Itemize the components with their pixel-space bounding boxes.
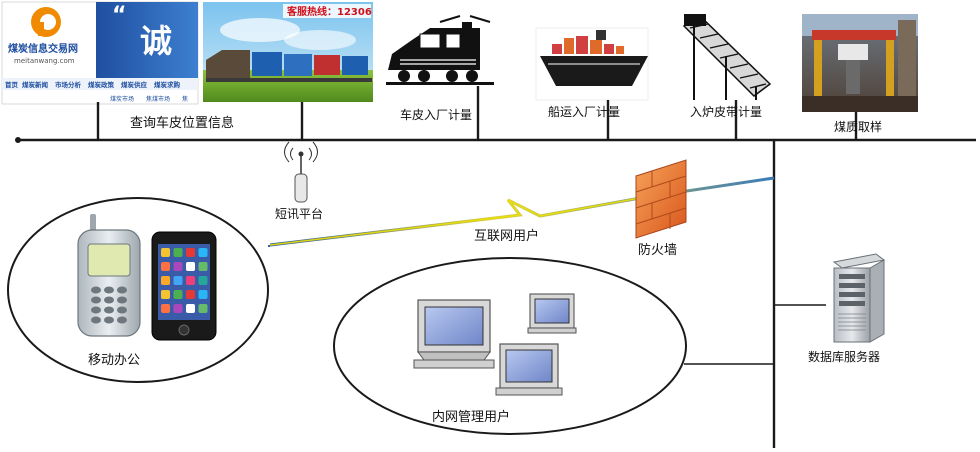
sms-platform-label: 短讯平台 <box>275 206 323 221</box>
site-nav-item: 煤炭求购 <box>154 80 181 89</box>
site-logo-icon <box>31 7 61 37</box>
app-icon <box>198 276 208 285</box>
mobile-office-group <box>7 197 269 383</box>
site-domain-text: meitanwang.com <box>14 57 75 65</box>
app-icon <box>173 276 183 285</box>
internet-user-label: 互联网用户 <box>474 228 539 244</box>
app-icon <box>186 248 195 257</box>
svg-text:“: “ <box>112 3 126 28</box>
app-icon <box>198 304 208 313</box>
site-logo-text: 煤炭信息交易网 <box>8 42 78 55</box>
belt-weighing-label: 入炉皮带计量 <box>690 105 762 119</box>
app-icon <box>186 262 195 271</box>
desktop-computer-icon <box>413 299 495 369</box>
app-icon <box>161 290 170 299</box>
desktop-computer-icon <box>527 293 577 334</box>
site-sub-nav-item: 焦煤市场 <box>146 95 170 103</box>
intranet-users-group <box>333 257 687 435</box>
app-icon <box>173 304 183 313</box>
site-nav-item: 市场分析 <box>55 80 82 89</box>
network-backbone <box>18 86 976 448</box>
ship-weighing-label: 船运入厂计量 <box>548 105 620 119</box>
site-nav-item: 煤炭供应 <box>121 80 148 89</box>
app-icon <box>173 290 183 299</box>
query-position-label: 查询车皮位置信息 <box>130 115 234 131</box>
site-nav-bar: 首页 煤炭新闻 市场分析 煤炭政策 煤炭供应 煤炭求购 <box>5 80 181 89</box>
smartphone-icon <box>151 231 217 341</box>
bus-end-dot <box>15 137 21 143</box>
mobile-phone-icon <box>77 214 141 337</box>
mobile-office-label: 移动办公 <box>88 353 140 368</box>
app-icon <box>186 304 195 313</box>
app-icon <box>161 248 170 257</box>
locomotive-icon <box>386 15 494 85</box>
site-sub-nav-item: 煤炭市场 <box>110 95 134 103</box>
antenna-icon <box>284 141 318 203</box>
intranet-users-label: 内网管理用户 <box>432 409 510 425</box>
app-icon <box>186 290 195 299</box>
site-slogan-panel <box>96 2 198 78</box>
app-icon <box>173 262 183 271</box>
app-icon <box>161 304 170 313</box>
app-icon <box>173 248 183 257</box>
train-weighing-label: 车皮入厂计量 <box>400 107 472 122</box>
app-icon <box>198 290 208 299</box>
desktop-computer-icon <box>495 343 563 396</box>
site-slogan-text: 诚 <box>140 22 172 60</box>
coal-sampling-label: 煤质取样 <box>834 119 882 134</box>
hotline-text: 客服热线：12306 <box>286 5 372 18</box>
firewall-icon <box>635 159 687 239</box>
app-icon <box>186 276 195 285</box>
site-nav-item: 首页 <box>5 80 19 89</box>
site-sub-nav-item: 焦 <box>182 95 188 103</box>
site-nav-item: 煤炭新闻 <box>22 80 49 89</box>
website-banner-image: 煤炭信息交易网 meitanwang.com “ 诚 首页 煤炭新闻 市场分析 … <box>1 1 199 105</box>
firewall-label: 防火墙 <box>638 242 677 258</box>
server-icon <box>832 253 886 343</box>
app-icon <box>198 248 208 257</box>
app-icon <box>161 276 170 285</box>
app-icon <box>198 262 208 271</box>
db-server-label: 数据库服务器 <box>808 349 880 364</box>
coal-sampling-photo <box>802 14 918 112</box>
app-icon <box>161 262 170 271</box>
cargo-ship-icon <box>535 27 649 101</box>
conveyor-belt-icon <box>678 14 778 100</box>
site-nav-item: 煤炭政策 <box>88 80 115 89</box>
train-photo: 客服热线：12306 <box>203 2 373 102</box>
